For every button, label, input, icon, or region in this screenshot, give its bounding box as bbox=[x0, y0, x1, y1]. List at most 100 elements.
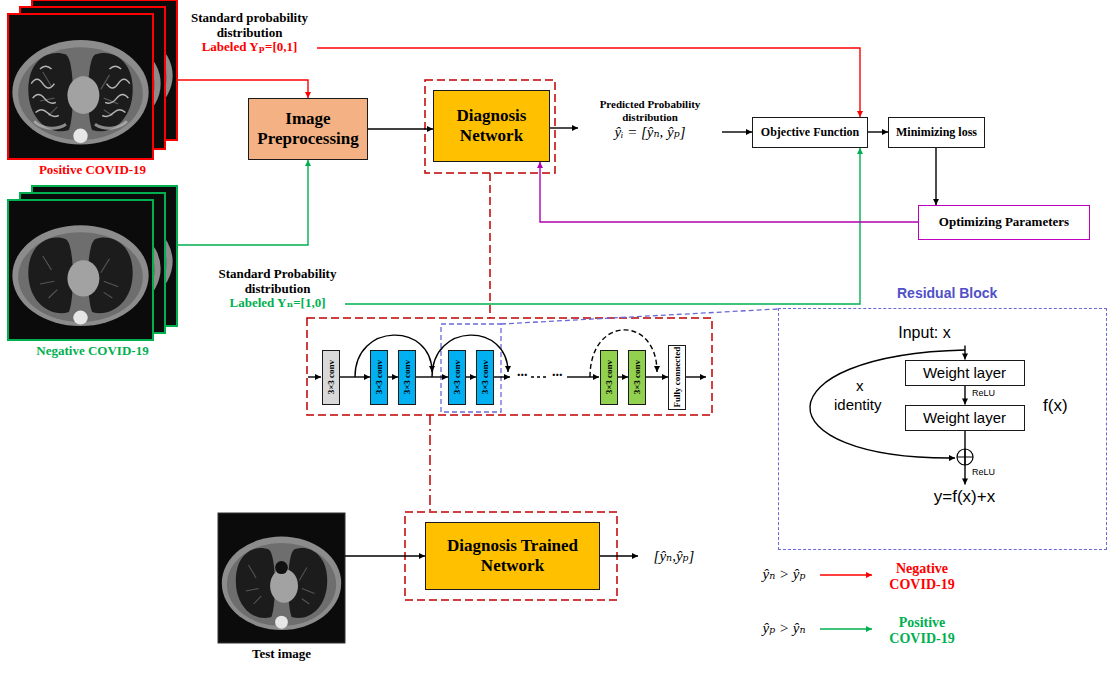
flow-arrow bbox=[308, 376, 321, 377]
network-box: Diagnosis Trained Network bbox=[425, 522, 600, 590]
skip-connection bbox=[432, 335, 508, 377]
connector-arrow bbox=[964, 346, 965, 360]
activation-label: ReLU bbox=[972, 467, 995, 477]
node-text: Test image bbox=[252, 647, 311, 662]
node-text: 3×3 conv bbox=[374, 360, 384, 394]
label-block: Standard Probability distributionLabeled… bbox=[210, 262, 345, 316]
connector-arrow bbox=[722, 131, 752, 132]
conv-layer: 3×3 conv bbox=[628, 350, 646, 405]
connector-arrow bbox=[550, 127, 578, 128]
connector-arrow bbox=[416, 376, 448, 377]
node-text: Labeled Yₚ=[0,1] bbox=[202, 40, 298, 55]
node-text: 3×3 conv bbox=[632, 360, 642, 394]
node-text: Standard Probability distribution bbox=[210, 267, 345, 297]
process-box: Optimizing Parameters bbox=[918, 205, 1090, 240]
negative-ct-stack bbox=[8, 200, 153, 340]
connector-arrow bbox=[820, 574, 872, 575]
test-ct-image bbox=[218, 513, 345, 643]
flow-arrow bbox=[567, 376, 599, 377]
residual-zoom-guide bbox=[441, 309, 778, 412]
node-text: Fully connected bbox=[672, 347, 682, 408]
conv-layer: 3×3 conv bbox=[476, 350, 494, 405]
output-text: Predicted Probability distributionŷᵢ = [… bbox=[578, 92, 722, 147]
node-text: 3×3 conv bbox=[452, 360, 462, 394]
label-block: Standard probability distributionLabeled… bbox=[182, 6, 317, 60]
residual-zoom-guide bbox=[441, 324, 501, 412]
flow-arrow bbox=[686, 376, 706, 377]
network-box: Diagnosis Network bbox=[433, 90, 550, 162]
node-text: Minimizing loss bbox=[896, 126, 977, 140]
dashed-frame bbox=[425, 80, 555, 173]
connector-arrow bbox=[868, 131, 888, 132]
conv-layer: 3×3 conv bbox=[448, 350, 466, 405]
connector-arrow bbox=[646, 376, 668, 377]
node-text: y=f(x)+x bbox=[934, 487, 995, 507]
node-text: Weight layer bbox=[923, 364, 1006, 381]
dashed-frame bbox=[489, 173, 491, 318]
output-text: [ŷₙ,ŷₚ] bbox=[638, 545, 710, 569]
node-text: ŷᵢ = [ŷₙ, ŷₚ] bbox=[614, 124, 685, 141]
node-text: 3×3 conv bbox=[402, 360, 412, 394]
node-text: Diagnosis Network bbox=[439, 106, 544, 145]
node-text: [ŷₙ,ŷₚ] bbox=[654, 548, 695, 565]
node-text: 3×3 conv bbox=[604, 360, 614, 394]
connector-arrow bbox=[345, 555, 425, 556]
conv-layer: 3×3 conv bbox=[600, 350, 618, 405]
node-text: Positive COVID-19 bbox=[39, 163, 146, 178]
flow-arrow bbox=[494, 376, 510, 377]
process-box: Objective Function bbox=[752, 117, 868, 148]
layer-box: Weight layer bbox=[905, 405, 1025, 431]
connector-arrow bbox=[820, 628, 872, 629]
connector-arrow bbox=[388, 376, 398, 377]
connector-arrow bbox=[368, 128, 433, 129]
connector-arrow bbox=[466, 376, 476, 377]
ct-image-stack: Negative COVID-19 bbox=[8, 186, 177, 340]
dashed-frame bbox=[429, 415, 431, 512]
connector-arrow bbox=[935, 148, 936, 205]
node-text: 3×3 conv bbox=[326, 360, 336, 394]
connector-arrow bbox=[964, 386, 965, 405]
condition-text: ŷₙ > ŷₚ bbox=[748, 563, 820, 587]
connector-arrow bbox=[964, 431, 965, 485]
flow-arrow bbox=[308, 376, 706, 377]
node-text: Weight layer bbox=[923, 409, 1006, 426]
process-box: Image Preprocessing bbox=[248, 98, 368, 160]
ellipsis-mark: ... bbox=[552, 364, 563, 380]
node-text: Optimizing Parameters bbox=[939, 215, 1069, 230]
identity-label: x bbox=[856, 377, 864, 394]
node-text: Negative COVID-19 bbox=[872, 561, 972, 593]
node-text: 3×3 conv bbox=[480, 360, 490, 394]
node-text: Objective Function bbox=[761, 126, 859, 140]
node-text: Positive COVID-19 bbox=[872, 615, 972, 647]
connector-arrow bbox=[340, 376, 370, 377]
dense-layer: Fully connected bbox=[668, 345, 686, 410]
node-text: Diagnosis Trained Network bbox=[431, 536, 594, 575]
ct-image: Test image bbox=[218, 513, 345, 643]
connector-arrow bbox=[317, 48, 860, 117]
node-text: Labeled Yₙ=[1,0] bbox=[229, 296, 325, 311]
test-ct-image bbox=[218, 513, 345, 643]
layer-box: Weight layer bbox=[905, 360, 1025, 386]
input-text: Input: x bbox=[880, 322, 970, 346]
skip-connection bbox=[355, 335, 432, 377]
test-ct-image bbox=[218, 513, 345, 643]
residual-zoom-guide bbox=[501, 309, 778, 324]
node-text: Image Preprocessing bbox=[254, 109, 362, 148]
connector-arrow bbox=[600, 555, 638, 556]
function-label: f(x) bbox=[1043, 396, 1068, 416]
connector-arrow bbox=[177, 80, 308, 98]
connector-arrow bbox=[618, 376, 628, 377]
residual-block-frame: Residual BlockInput: xWeight layerWeight… bbox=[778, 308, 1107, 550]
node-text: Residual Block bbox=[897, 285, 997, 301]
identity-label: identity bbox=[834, 396, 882, 413]
ct-image-stack: Positive COVID-19 bbox=[8, 0, 177, 159]
dashed-frame bbox=[405, 512, 617, 600]
result-text: Negative COVID-19 bbox=[872, 558, 972, 596]
negative-ct-stack bbox=[8, 186, 177, 340]
positive-ct-stack bbox=[8, 14, 153, 159]
condition-text: ŷₚ > ŷₙ bbox=[748, 617, 820, 641]
node-text: ŷₙ > ŷₚ bbox=[762, 566, 805, 583]
process-box: Minimizing loss bbox=[888, 117, 985, 148]
activation-label: ReLU bbox=[972, 388, 995, 398]
